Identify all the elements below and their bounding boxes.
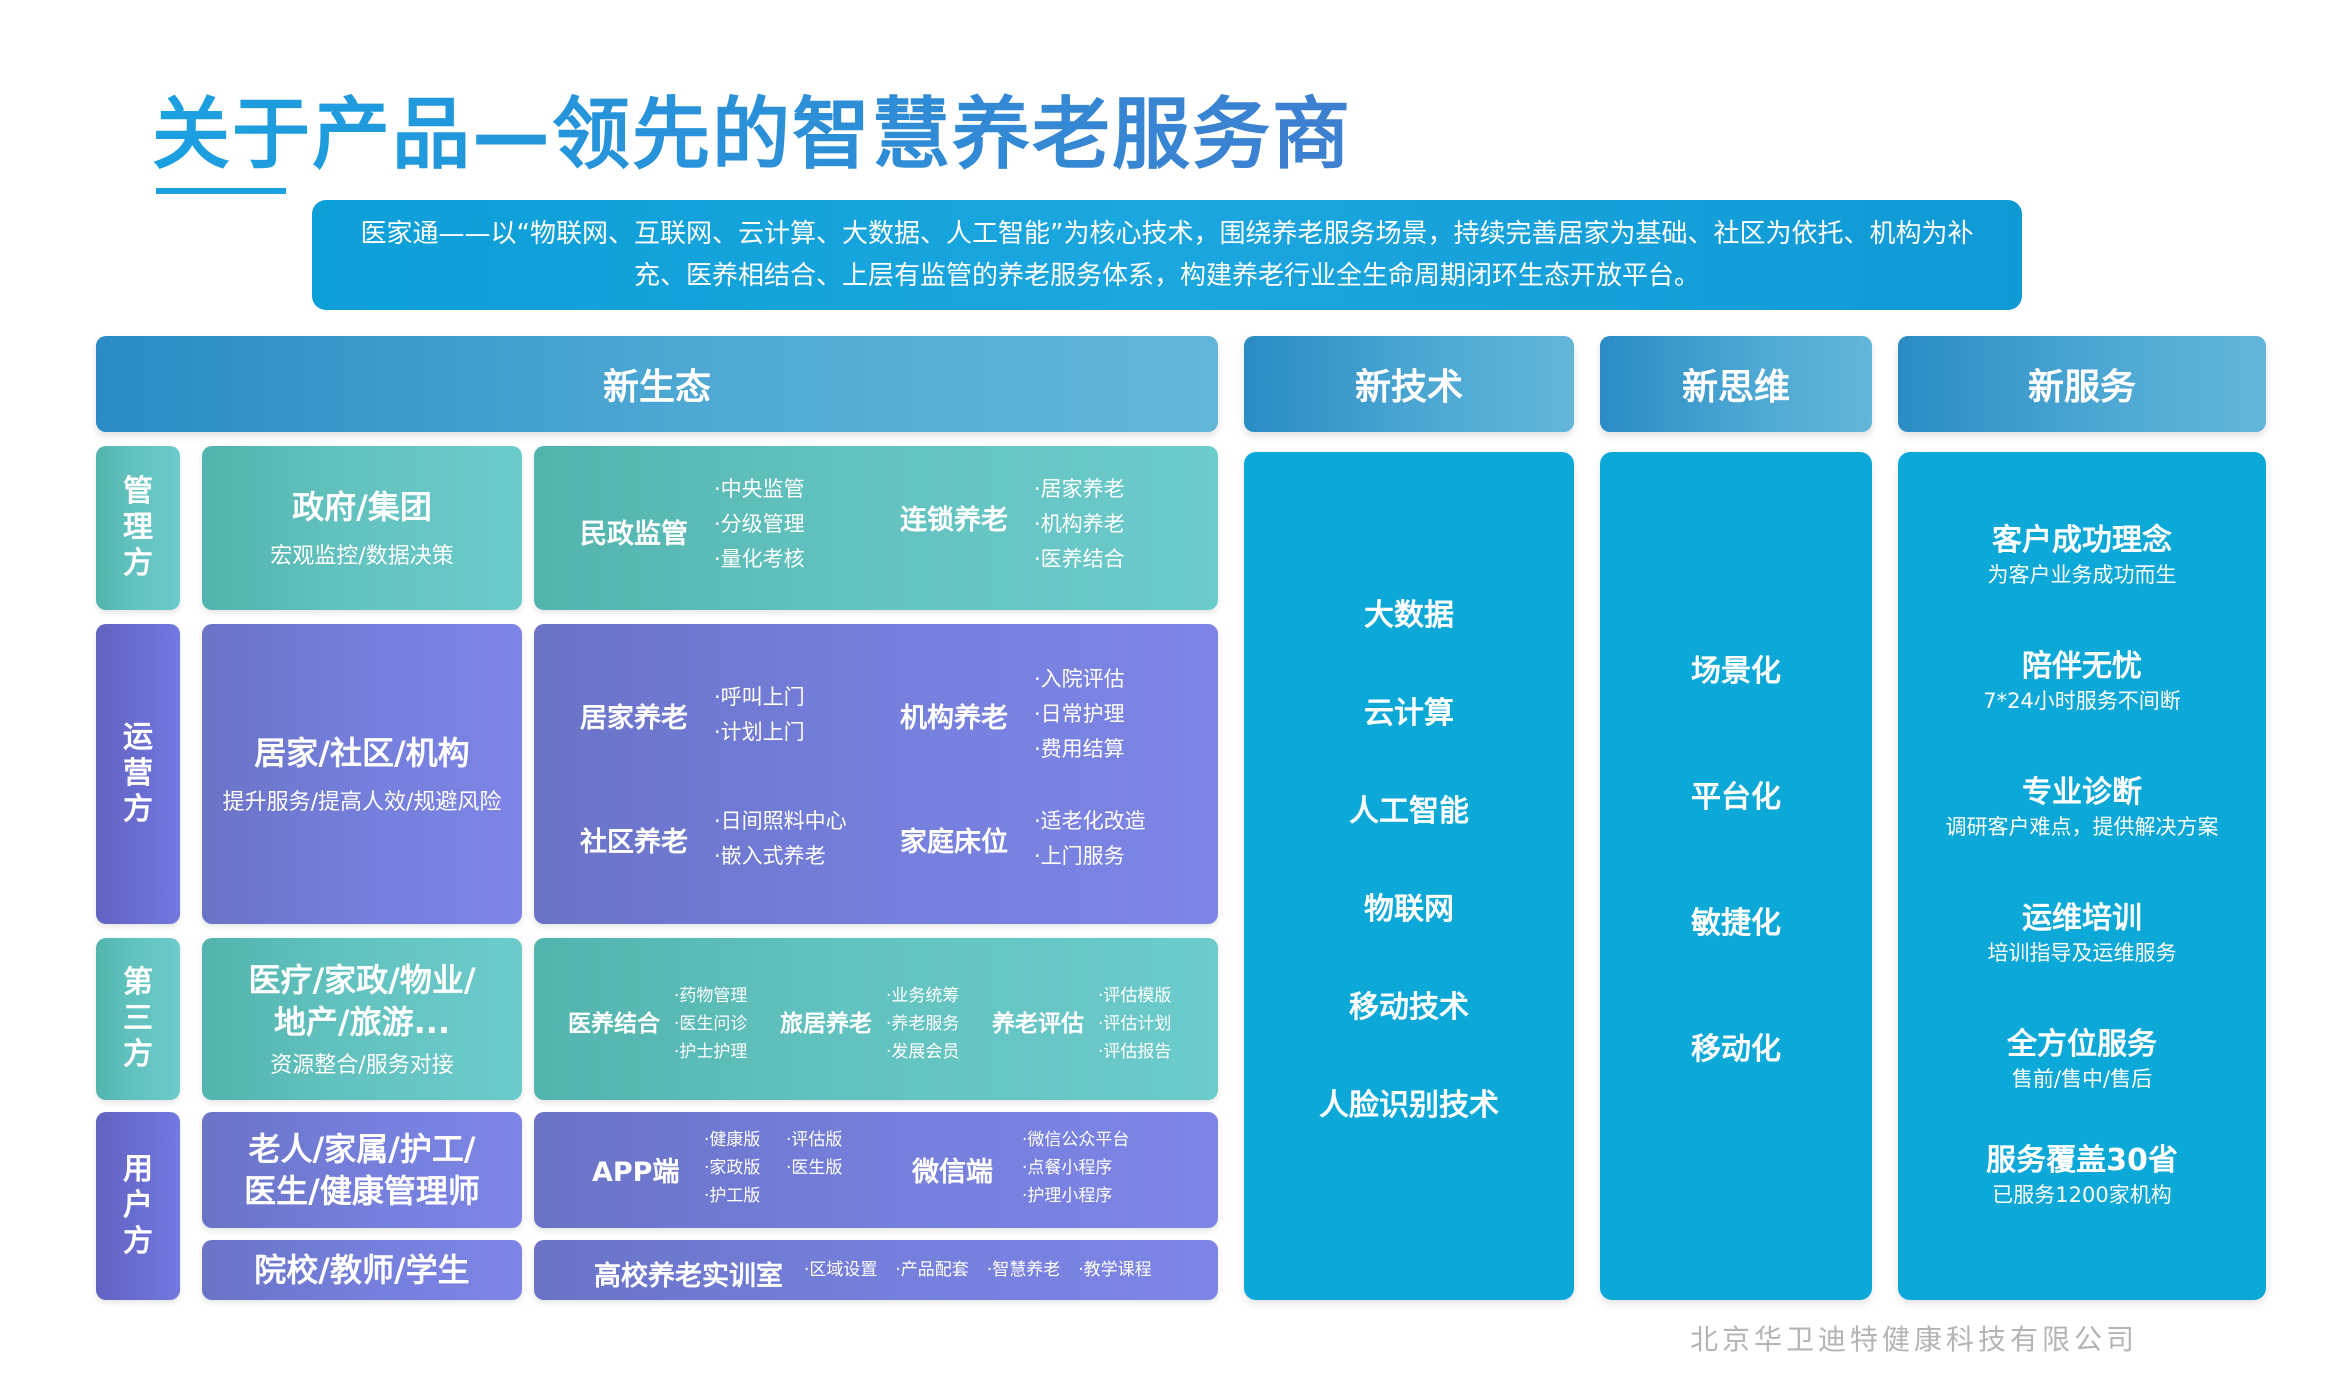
modules-third-party: 医养结合 ·药物管理 ·医生问诊 ·护士护理 旅居养老 ·业务统筹 ·养老服务 …: [534, 938, 1218, 1100]
thinking-item: 移动化: [1691, 1032, 1781, 1067]
module-label-civil-supervision: 民政监管: [580, 519, 688, 550]
module-label-home-care: 居家养老: [580, 703, 688, 734]
modules-operation: 居家养老 ·呼叫上门 ·计划上门 机构养老 ·入院评估 ·日常护理 ·费用结算 …: [534, 624, 1218, 924]
page-title: 关于产品—领先的智慧养老服务商: [152, 72, 1352, 184]
service-item: 运维培训 培训指导及运维服务: [1987, 901, 2177, 965]
module-items-home-bed: ·适老化改造 ·上门服务: [1034, 809, 1146, 868]
module-items-wechat: ·微信公众平台 ·点餐小程序 ·护理小程序: [1022, 1130, 1130, 1206]
module-label-care-assessment: 养老评估: [992, 1011, 1084, 1037]
module-items-civil-supervision: ·中央监管 ·分级管理 ·量化考核: [714, 477, 805, 571]
tech-item: 云计算: [1364, 696, 1454, 731]
side-label-management: 管 理 方: [96, 446, 180, 610]
module-label-app: APP端: [592, 1157, 680, 1188]
service-item: 陪伴无忧 7*24小时服务不间断: [1983, 649, 2181, 713]
module-label-chain-elderly-care: 连锁养老: [900, 505, 1008, 536]
module-items-training-lab: ·区域设置 ·产品配套 ·智慧养老 ·教学课程: [804, 1260, 1152, 1280]
modules-management: 民政监管 ·中央监管 ·分级管理 ·量化考核 连锁养老 ·居家养老 ·机构养老 …: [534, 446, 1218, 610]
side-label-user: 用 户 方: [96, 1112, 180, 1300]
service-item: 全方位服务 售前/售中/售后: [2007, 1027, 2157, 1091]
technology-panel: 大数据 云计算 人工智能 物联网 移动技术 人脸识别技术: [1244, 452, 1574, 1300]
company-name-footer: 北京华卫迪特健康科技有限公司: [1690, 1323, 2139, 1356]
intro-banner: 医家通——以“物联网、互联网、云计算、大数据、人工智能”为核心技术，围绕养老服务…: [312, 200, 2022, 310]
tech-item: 物联网: [1364, 892, 1454, 927]
module-label-medical-care: 医养结合: [568, 1011, 660, 1037]
module-label-home-bed: 家庭床位: [900, 827, 1008, 858]
module-items-app-b: ·评估版 ·医生版: [786, 1130, 843, 1178]
module-items-app-a: ·健康版 ·家政版 ·护工版: [704, 1130, 761, 1206]
tech-item: 大数据: [1364, 598, 1454, 633]
tech-item: 人脸识别技术: [1319, 1088, 1499, 1123]
module-items-home-care: ·呼叫上门 ·计划上门: [714, 685, 805, 744]
entity-third-party-services: 医疗/家政/物业/ 地产/旅游... 资源整合/服务对接: [202, 938, 522, 1100]
module-items-institution-care: ·入院评估 ·日常护理 ·费用结算: [1034, 667, 1125, 761]
thinking-item: 敏捷化: [1691, 906, 1781, 941]
module-items-medical-care: ·药物管理 ·医生问诊 ·护士护理: [674, 986, 748, 1062]
service-panel: 客户成功理念 为客户业务成功而生 陪伴无忧 7*24小时服务不间断 专业诊断 调…: [1898, 452, 2266, 1300]
header-new-technology: 新技术: [1244, 336, 1574, 432]
tech-item: 人工智能: [1349, 794, 1469, 829]
service-item: 客户成功理念 为客户业务成功而生: [1987, 523, 2177, 587]
entity-home-community-institution: 居家/社区/机构 提升服务/提高人效/规避风险: [202, 624, 522, 924]
module-items-chain-elderly-care: ·居家养老 ·机构养老 ·医养结合: [1034, 477, 1125, 571]
thinking-panel: 场景化 平台化 敏捷化 移动化: [1600, 452, 1872, 1300]
title-underline: [156, 188, 286, 194]
header-new-ecosystem: 新生态: [96, 336, 1218, 432]
header-new-thinking: 新思维: [1600, 336, 1872, 432]
module-label-community-care: 社区养老: [580, 827, 688, 858]
side-label-operation: 运 营 方: [96, 624, 180, 924]
modules-user-lab: 高校养老实训室 ·区域设置 ·产品配套 ·智慧养老 ·教学课程: [534, 1240, 1218, 1300]
entity-schools: 院校/教师/学生: [202, 1240, 522, 1300]
entity-government-group: 政府/集团 宏观监控/数据决策: [202, 446, 522, 610]
module-items-community-care: ·日间照料中心 ·嵌入式养老: [714, 809, 847, 868]
side-label-third-party: 第 三 方: [96, 938, 180, 1100]
entity-users: 老人/家属/护工/ 医生/健康管理师: [202, 1112, 522, 1228]
thinking-item: 平台化: [1691, 780, 1781, 815]
module-label-wechat: 微信端: [912, 1157, 993, 1188]
module-items-care-assessment: ·评估模版 ·评估计划 ·评估报告: [1098, 986, 1172, 1062]
module-label-institution-care: 机构养老: [900, 703, 1008, 734]
service-item: 服务覆盖30省 已服务1200家机构: [1986, 1143, 2178, 1207]
modules-user-apps: APP端 ·健康版 ·家政版 ·护工版 ·评估版 ·医生版 微信端 ·微信公众平…: [534, 1112, 1218, 1228]
service-item: 专业诊断 调研客户难点，提供解决方案: [1945, 775, 2219, 839]
module-label-training-lab: 高校养老实训室: [594, 1261, 783, 1292]
intro-text: 医家通——以“物联网、互联网、云计算、大数据、人工智能”为核心技术，围绕养老服务…: [360, 219, 1974, 291]
tech-item: 移动技术: [1349, 990, 1469, 1025]
module-label-travel-care: 旅居养老: [780, 1011, 872, 1037]
header-new-service: 新服务: [1898, 336, 2266, 432]
thinking-item: 场景化: [1691, 654, 1781, 689]
module-items-travel-care: ·业务统筹 ·养老服务 ·发展会员: [886, 986, 960, 1062]
